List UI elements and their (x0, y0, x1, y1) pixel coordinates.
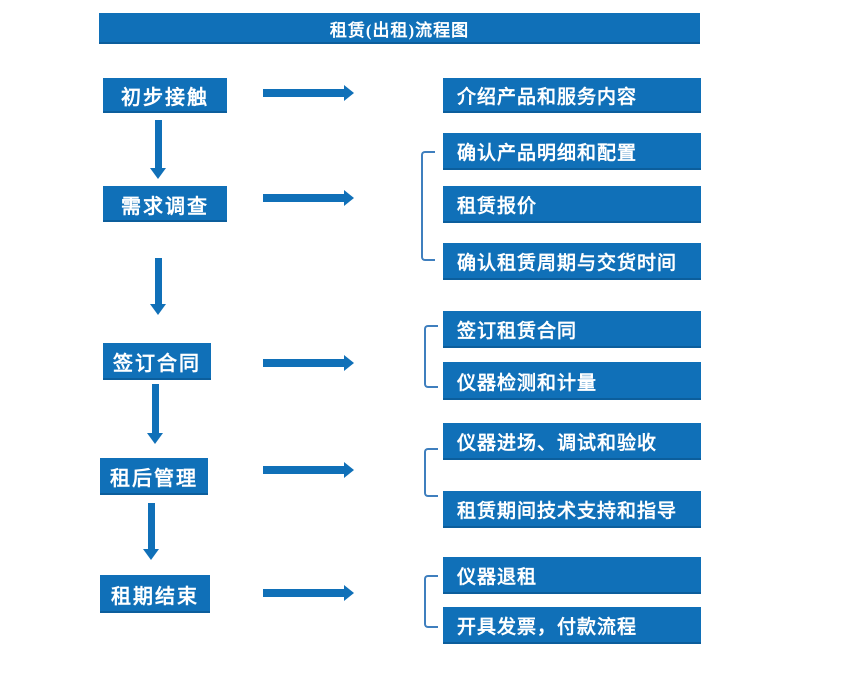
detail-box: 介绍产品和服务内容 (443, 78, 701, 113)
stage-label: 需求调查 (121, 195, 209, 218)
arrow-right-icon (263, 85, 354, 101)
arrow-head (150, 168, 166, 179)
detail-box: 确认租赁周期与交货时间 (443, 243, 701, 280)
group-bracket (424, 448, 438, 497)
flowchart-title-bar: 租赁(出租)流程图 (99, 13, 700, 44)
arrow-shaft (148, 503, 155, 549)
stage-box-post-rental-management: 租后管理 (100, 458, 208, 495)
arrow-shaft (263, 589, 344, 597)
arrow-head (147, 433, 163, 444)
group-bracket (421, 151, 435, 261)
detail-label: 仪器退租 (457, 567, 538, 588)
arrow-head (344, 585, 354, 601)
arrow-head (143, 549, 159, 560)
stage-box-rental-end: 租期结束 (100, 575, 210, 613)
detail-box: 开具发票，付款流程 (443, 607, 701, 644)
detail-label: 仪器进场、调试和验收 (457, 433, 658, 454)
arrow-head (344, 355, 354, 371)
arrow-shaft (152, 384, 159, 433)
detail-label: 确认租赁周期与交货时间 (457, 253, 678, 274)
detail-label: 介绍产品和服务内容 (457, 87, 638, 108)
arrow-right-icon (263, 585, 354, 601)
arrow-head (344, 85, 354, 101)
arrow-down-icon (143, 503, 160, 560)
stage-label: 租后管理 (110, 468, 198, 490)
arrow-shaft (263, 466, 344, 474)
detail-box: 租赁报价 (443, 186, 701, 223)
detail-label: 签订租赁合同 (457, 321, 578, 342)
arrow-shaft (155, 120, 162, 168)
stage-box-sign-contract: 签订合同 (103, 343, 211, 380)
stage-label: 签订合同 (113, 353, 201, 375)
arrow-right-icon (263, 462, 354, 478)
detail-label: 租赁报价 (457, 196, 538, 217)
detail-box: 仪器检测和计量 (443, 362, 701, 400)
arrow-shaft (263, 194, 344, 202)
detail-box: 租赁期间技术支持和指导 (443, 491, 701, 528)
arrow-shaft (263, 359, 344, 367)
detail-label: 开具发票，付款流程 (457, 617, 638, 638)
detail-label: 确认产品明细和配置 (457, 143, 638, 164)
detail-box: 仪器进场、调试和验收 (443, 423, 701, 460)
group-bracket (424, 325, 438, 388)
arrow-shaft (263, 89, 344, 97)
arrow-down-icon (147, 384, 164, 444)
arrow-head (150, 304, 166, 315)
stage-box-demand-survey: 需求调查 (103, 186, 227, 222)
stage-label: 初步接触 (121, 87, 209, 109)
detail-label: 仪器检测和计量 (457, 372, 598, 394)
arrow-shaft (155, 258, 162, 304)
stage-label: 租期结束 (111, 585, 199, 608)
detail-label: 租赁期间技术支持和指导 (457, 501, 678, 522)
arrow-right-icon (263, 190, 354, 206)
detail-box: 签订租赁合同 (443, 311, 701, 348)
stage-box-initial-contact: 初步接触 (103, 78, 227, 113)
group-bracket (424, 575, 438, 628)
detail-box: 确认产品明细和配置 (443, 133, 701, 170)
arrow-head (344, 190, 354, 206)
arrow-down-icon (150, 120, 167, 179)
arrow-head (344, 462, 354, 478)
flowchart-title: 租赁(出租)流程图 (329, 21, 470, 40)
arrow-right-icon (263, 355, 354, 371)
detail-box: 仪器退租 (443, 557, 701, 594)
arrow-down-icon (150, 258, 167, 315)
